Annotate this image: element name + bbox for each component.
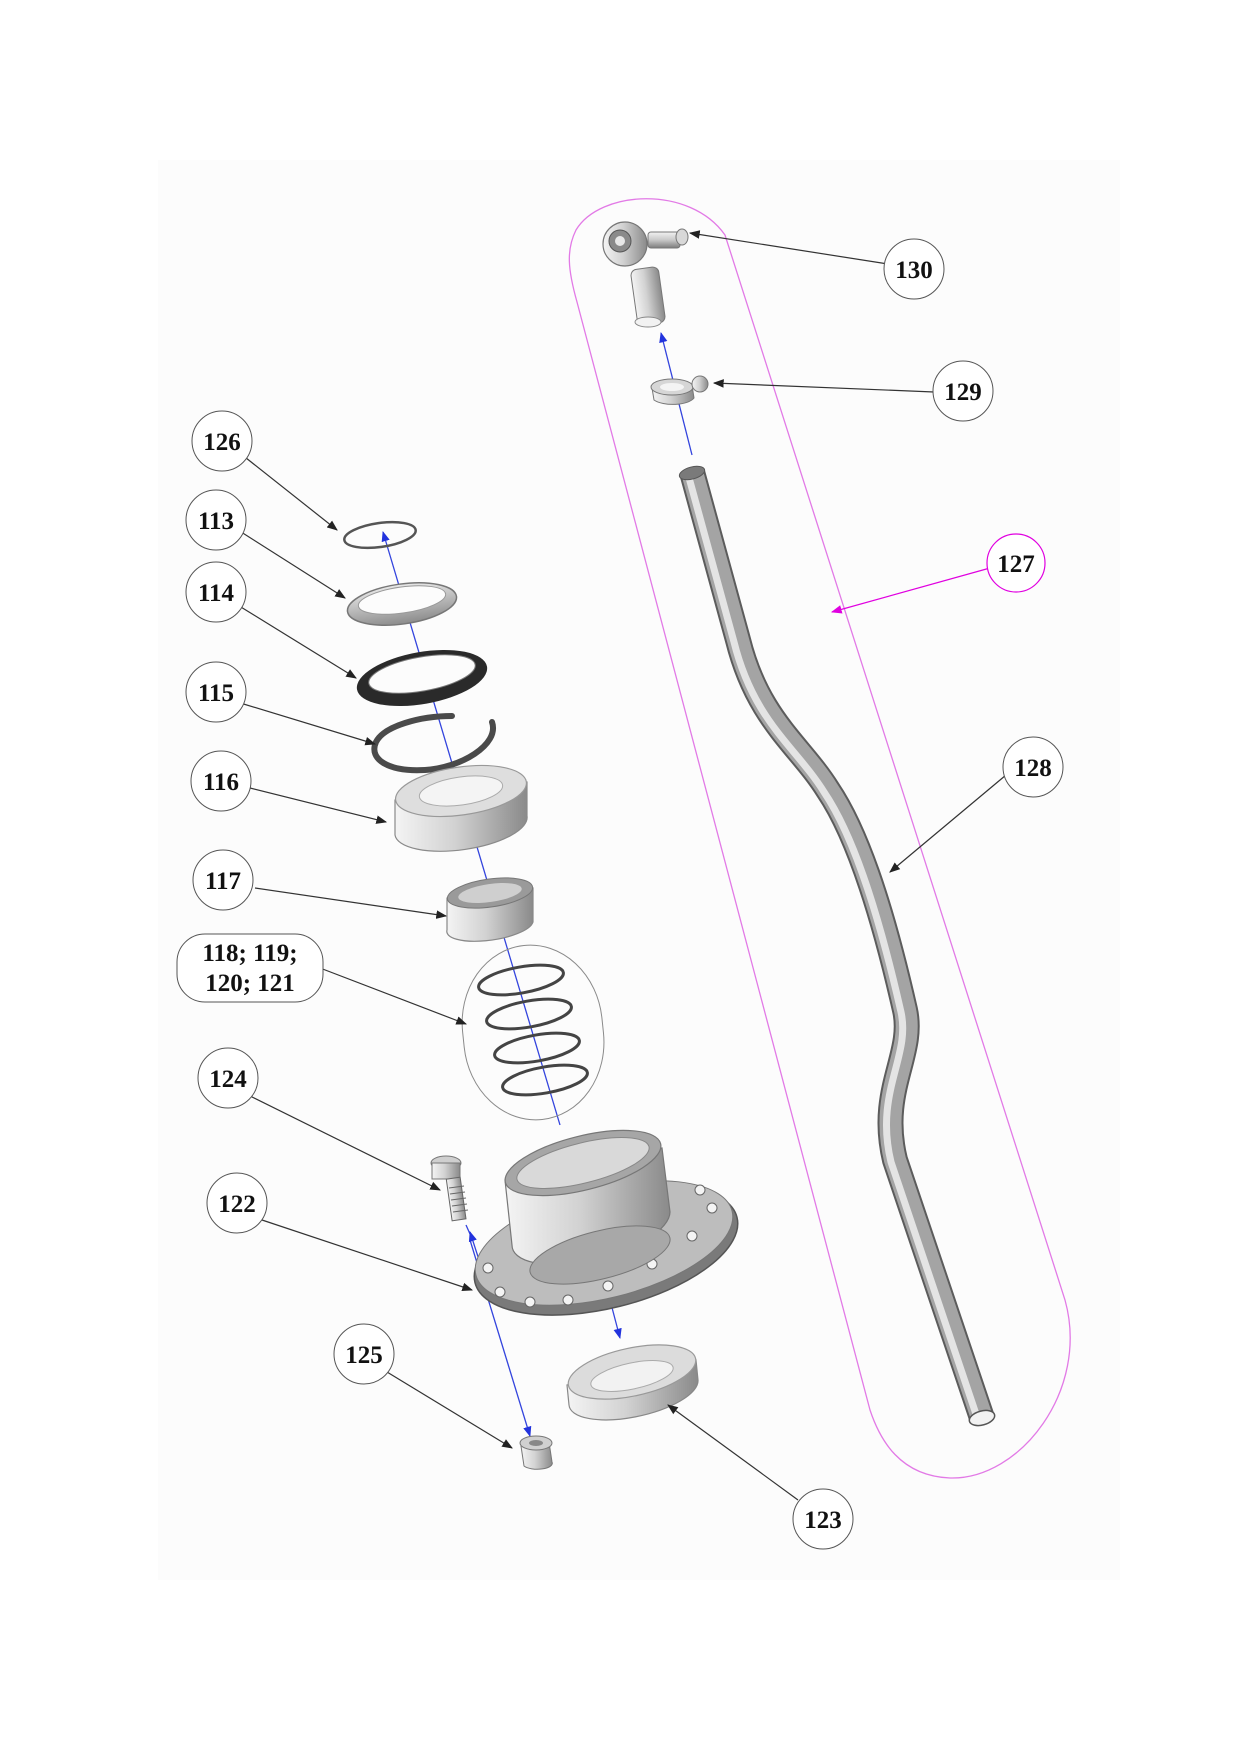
part-113-washer — [346, 582, 458, 626]
svg-text:125: 125 — [345, 1342, 383, 1369]
callout-129: 129 — [932, 360, 994, 422]
part-126-snap-ring — [343, 520, 417, 550]
svg-text:113: 113 — [198, 508, 234, 535]
part-118-121-o-rings — [461, 944, 605, 1121]
part-117-bushing — [446, 877, 534, 942]
part-114-seal — [356, 649, 488, 707]
part-129-clamp — [650, 375, 709, 405]
part-130-rod-end — [602, 221, 689, 328]
callout-115: 115 — [185, 661, 247, 723]
callout-127: 127 — [986, 533, 1046, 593]
svg-text:128: 128 — [1014, 755, 1052, 782]
callout-122: 122 — [206, 1172, 268, 1234]
part-128-tube — [678, 465, 996, 1427]
callout-123: 123 — [792, 1488, 854, 1550]
svg-text:130: 130 — [895, 257, 933, 284]
leader-lines — [235, 230, 1013, 1501]
callout-130: 130 — [883, 238, 945, 300]
svg-text:123: 123 — [804, 1507, 842, 1534]
assembly-127-outline — [568, 198, 1071, 1479]
svg-text:124: 124 — [209, 1066, 247, 1093]
callout-117: 117 — [192, 849, 254, 911]
part-125-nut — [519, 1435, 553, 1470]
callout-126: 126 — [191, 410, 253, 472]
callout-125: 125 — [333, 1323, 395, 1385]
part-123-lower-bearing — [566, 1344, 699, 1421]
svg-text:120; 121: 120; 121 — [205, 970, 295, 997]
part-122-hub-housing — [473, 1129, 739, 1316]
part-124-bolt — [430, 1155, 469, 1222]
part-116-bearing — [394, 764, 528, 852]
callout-118-121: 118; 119; 120; 121 — [176, 933, 324, 1003]
callout-116: 116 — [190, 750, 252, 812]
callout-114: 114 — [185, 561, 247, 623]
svg-text:129: 129 — [944, 379, 982, 406]
svg-text:114: 114 — [198, 580, 235, 607]
svg-text:122: 122 — [218, 1191, 256, 1218]
svg-text:118; 119;: 118; 119; — [202, 940, 297, 967]
svg-text:116: 116 — [203, 769, 239, 796]
svg-text:117: 117 — [205, 868, 241, 895]
svg-text:115: 115 — [198, 680, 234, 707]
svg-text:126: 126 — [203, 429, 241, 456]
part-115-circlip — [371, 713, 496, 774]
callout-128: 128 — [1002, 736, 1064, 798]
callout-113: 113 — [185, 489, 247, 551]
svg-text:127: 127 — [997, 551, 1035, 578]
callout-124: 124 — [197, 1047, 259, 1109]
